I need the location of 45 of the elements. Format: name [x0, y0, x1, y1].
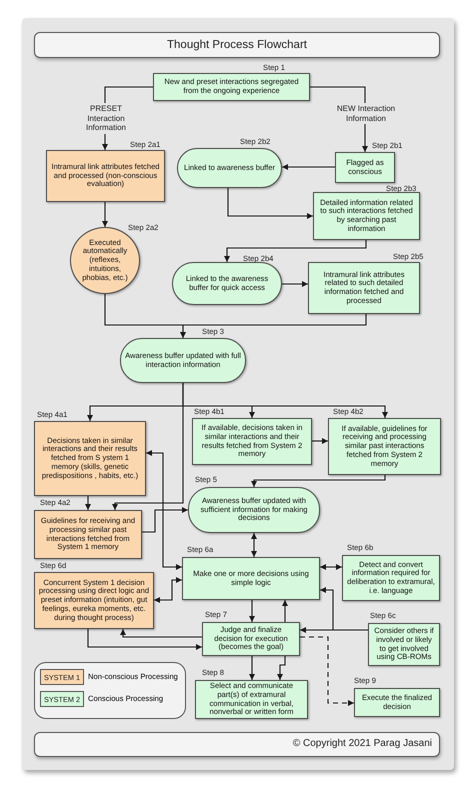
arrow [85, 496, 91, 510]
rounded-process-box [188, 487, 320, 533]
process-box [34, 572, 154, 629]
arrow [146, 450, 182, 570]
rounded-process-box [177, 148, 282, 188]
arrow [251, 533, 257, 557]
arrow [249, 600, 255, 622]
process-box [354, 688, 440, 717]
arrow [154, 577, 182, 603]
process-box [308, 262, 420, 314]
process-box [202, 622, 300, 656]
arrow [277, 656, 286, 680]
process-box [46, 150, 165, 202]
copyright-text: © Copyright 2021 Parag Jasani [292, 738, 432, 749]
process-box [192, 418, 312, 465]
arrow [87, 629, 202, 650]
process-box [342, 555, 440, 601]
arrow [282, 164, 335, 170]
rounded-process-box [120, 338, 246, 383]
arrow [282, 600, 288, 622]
arrow [224, 240, 367, 262]
arrow [251, 475, 386, 487]
process-box [313, 192, 420, 240]
process-box [335, 152, 395, 183]
arrow [120, 629, 202, 638]
process-box [34, 421, 146, 496]
process-box [153, 73, 310, 101]
arrow [142, 507, 188, 533]
process-box [328, 418, 441, 475]
arrow [282, 281, 308, 287]
process-box [34, 510, 142, 559]
arrow [102, 202, 108, 227]
arrow [180, 314, 367, 338]
arrow [227, 188, 313, 219]
arrow [320, 587, 368, 631]
edge-label: NEW Interaction Information [336, 103, 396, 124]
rounded-process-box [172, 262, 282, 305]
title: Thought Process Flowchart [34, 32, 440, 58]
process-box [195, 680, 308, 719]
arrow [249, 656, 255, 680]
arrow [112, 383, 184, 510]
process-box [182, 557, 320, 600]
arrow [300, 636, 354, 706]
arrow [320, 564, 342, 570]
arrow [312, 438, 328, 444]
